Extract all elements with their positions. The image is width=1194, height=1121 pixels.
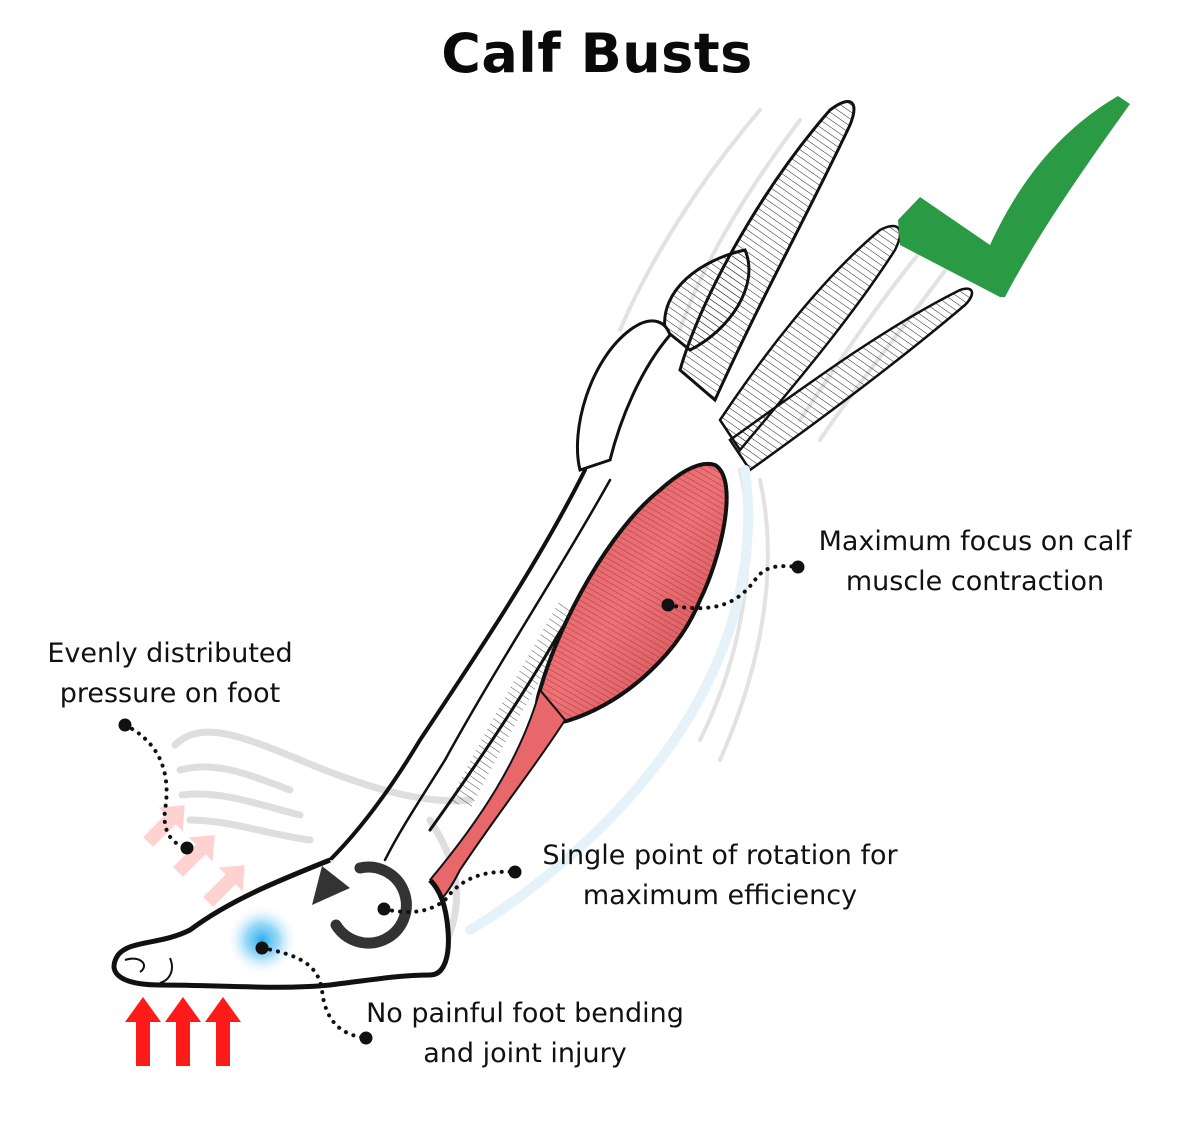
arrow-up-icon (165, 997, 201, 1066)
callout-calf-line2: muscle contraction (845, 566, 1105, 597)
callout-rotation-point: Single point of rotation for maximum eff… (520, 836, 920, 916)
rotate-counterclockwise-icon (312, 861, 412, 949)
pressure-arrows-faded (143, 805, 245, 907)
arrow-up-right-icon (143, 805, 185, 847)
callout-pressure-line2: pressure on foot (59, 678, 281, 709)
callout-rotation-line1: Single point of rotation for (542, 840, 898, 871)
callout-calf-contraction: Maximum focus on calf muscle contraction (800, 522, 1150, 602)
pressure-arrows-strong (125, 997, 241, 1066)
shin-hatching (450, 600, 580, 810)
midfoot-highlight (226, 904, 298, 976)
callout-pressure-distribution: Evenly distributed pressure on foot (20, 634, 320, 714)
callout-foot-line2: and joint injury (423, 1038, 627, 1069)
calf-muscle-fibers (536, 463, 727, 723)
callout-no-foot-bending: No painful foot bending and joint injury (340, 994, 710, 1074)
arrow-up-icon (125, 997, 161, 1066)
arrow-up-right-icon (173, 835, 215, 877)
arrow-up-right-icon (203, 865, 245, 907)
knee-outline (575, 319, 672, 472)
toe-lines (124, 957, 173, 984)
callout-calf-line1: Maximum focus on calf (818, 526, 1132, 557)
check-icon (898, 96, 1130, 297)
callout-pressure-line1: Evenly distributed (47, 638, 293, 669)
page-title: Calf Busts (441, 22, 753, 85)
callout-dots (118, 560, 805, 1045)
callout-foot-line1: No painful foot bending (366, 998, 684, 1029)
callout-leaders (123, 564, 800, 1040)
arrow-up-icon (205, 997, 241, 1066)
thigh-muscles (663, 100, 974, 472)
back-leg-contour (465, 465, 754, 935)
callout-rotation-line2: maximum efficiency (582, 880, 858, 911)
